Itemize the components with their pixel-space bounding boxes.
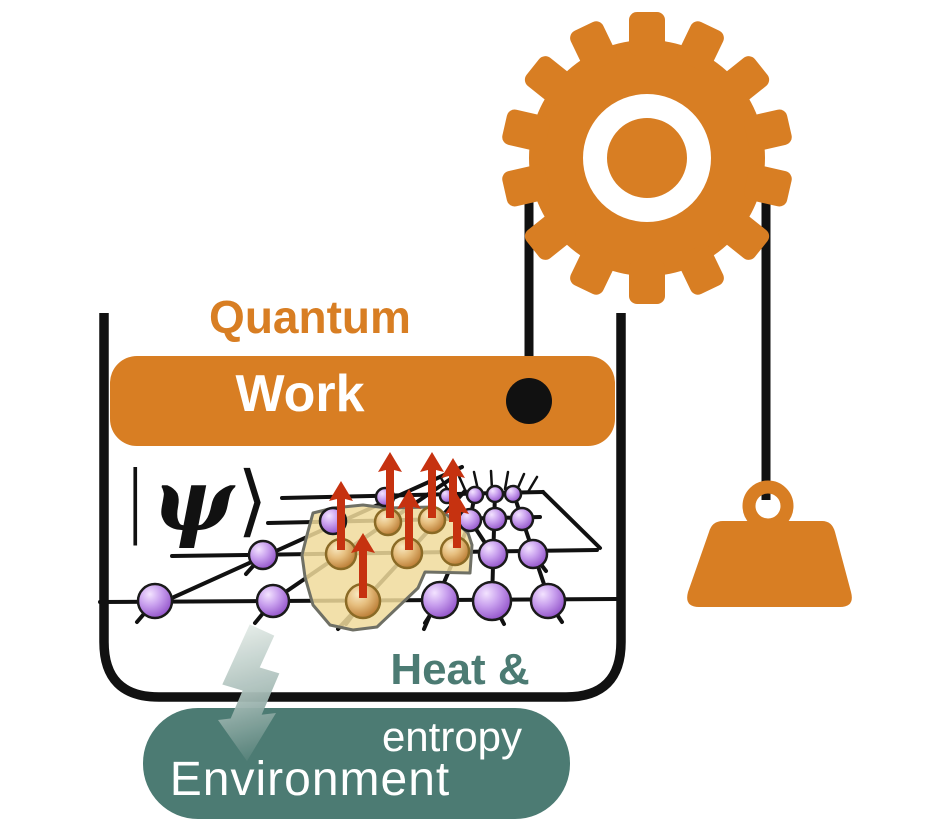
lattice-node xyxy=(255,583,291,619)
lattice-node xyxy=(529,582,567,620)
gear-icon xyxy=(500,12,794,304)
spin-arrow xyxy=(420,452,444,518)
lattice-node xyxy=(482,506,508,532)
ket-close-bracket: ⟩ xyxy=(237,456,268,546)
gear-disc xyxy=(529,40,765,276)
lattice-node xyxy=(503,484,523,504)
gear-hub-ring xyxy=(583,94,711,222)
lightning-arrow-icon xyxy=(218,624,280,761)
quantum-label: Quantum xyxy=(209,291,411,343)
heat-label: Heat & xyxy=(390,645,530,694)
lattice-nodes-purple xyxy=(136,484,567,622)
environment-label: Environment xyxy=(169,753,451,806)
work-label: Work xyxy=(235,365,365,423)
ket-open-bar: | xyxy=(122,456,149,546)
lattice-node xyxy=(509,506,535,532)
psi-symbol: ψ xyxy=(152,450,234,551)
lattice-nodes-tan xyxy=(324,505,471,620)
lattice-node xyxy=(485,484,505,504)
entropy-label: entropy xyxy=(381,713,523,760)
spin-arrow xyxy=(397,489,421,550)
open-system-container xyxy=(99,313,626,702)
weight-ring xyxy=(742,480,794,532)
lattice-node xyxy=(517,538,549,570)
lattice-node xyxy=(247,539,279,571)
lattice-node xyxy=(465,485,485,505)
spin-arrow xyxy=(378,452,402,518)
lightning-bolt-shaft xyxy=(222,624,280,730)
lattice-node xyxy=(477,538,509,570)
lattice-node xyxy=(136,582,174,620)
spin-arrow xyxy=(351,533,375,598)
spin-up-arrows xyxy=(329,452,469,598)
lattice-node xyxy=(471,580,513,622)
spin-arrow xyxy=(445,494,469,548)
lattice-edge xyxy=(541,490,602,550)
lattice-node xyxy=(420,580,460,620)
lightning-bolt-head xyxy=(218,713,276,761)
spin-arrow xyxy=(441,458,465,522)
spin-arrow xyxy=(329,481,353,550)
quantum-state-ket: |ψ⟩ xyxy=(122,458,268,544)
work-bar xyxy=(110,356,615,446)
weight-body xyxy=(687,521,852,607)
weight-icon xyxy=(687,480,852,607)
rope-attachment-dot xyxy=(506,378,552,424)
